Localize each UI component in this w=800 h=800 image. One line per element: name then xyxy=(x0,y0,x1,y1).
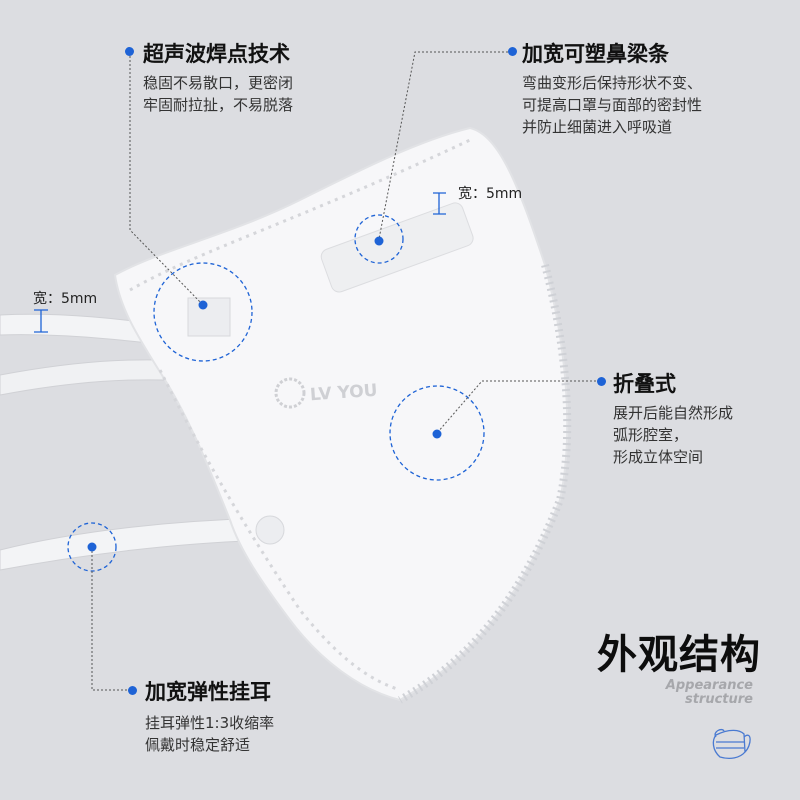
ear-loop-title: 加宽弹性挂耳 xyxy=(145,680,271,704)
ear-loop-desc: 挂耳弹性1:3收缩率 佩戴时稳定舒适 xyxy=(145,712,274,756)
nose-width-label: 宽：5mm xyxy=(458,186,523,202)
mask-icon xyxy=(712,728,751,759)
bullet-dot xyxy=(508,47,517,56)
desc-line: 形成立体空间 xyxy=(613,448,704,466)
desc-line: 弯曲变形后保持形状不变、 xyxy=(522,74,703,92)
desc-line: 挂耳弹性1:3收缩率 xyxy=(145,714,275,732)
bullet-dot xyxy=(128,686,137,695)
section-heading: 外观结构 xyxy=(597,632,761,678)
desc-line: 弧形腔室， xyxy=(613,426,689,444)
ultrasonic-title: 超声波焊点技术 xyxy=(143,42,290,66)
ear-width-label: 宽：5mm xyxy=(33,291,98,307)
desc-line: 佩戴时稳定舒适 xyxy=(145,736,251,754)
desc-line: 展开后能自然形成 xyxy=(613,404,734,422)
folding-desc: 展开后能自然形成 弧形腔室， 形成立体空间 xyxy=(613,402,733,468)
bullet-dot xyxy=(597,377,606,386)
nose-strip-desc: 弯曲变形后保持形状不变、 可提高口罩与面部的密封性 并防止细菌进入呼吸道 xyxy=(522,72,702,138)
bullet-dot xyxy=(125,47,134,56)
desc-line: 并防止细菌进入呼吸道 xyxy=(522,118,673,136)
desc-line: 可提高口罩与面部的密封性 xyxy=(522,96,703,114)
heading-subtitle-1: Appearance xyxy=(665,678,753,693)
nose-strip-title: 加宽可塑鼻梁条 xyxy=(522,42,669,66)
ultrasonic-desc: 稳固不易散口，更密闭 牢固耐拉扯，不易脱落 xyxy=(143,72,293,116)
desc-line: 稳固不易散口，更密闭 xyxy=(143,74,294,92)
folding-title: 折叠式 xyxy=(613,372,676,396)
heading-subtitle-2: structure xyxy=(684,692,753,707)
desc-line: 牢固耐拉扯，不易脱落 xyxy=(143,96,294,114)
